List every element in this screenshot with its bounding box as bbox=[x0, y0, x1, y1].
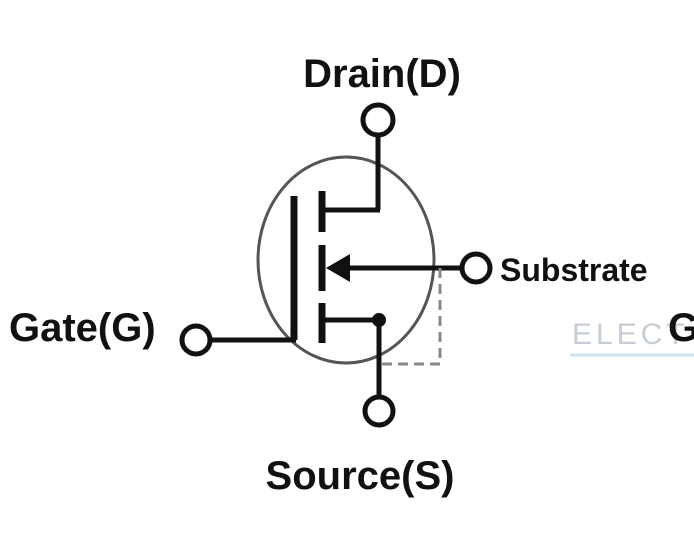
substrate-terminal bbox=[459, 251, 493, 285]
source-label: Source(S) bbox=[266, 454, 455, 498]
watermark-text: ELECT bbox=[572, 318, 689, 351]
drain-terminal bbox=[360, 102, 396, 138]
source-terminal bbox=[362, 394, 396, 428]
substrate-source-dashed-link bbox=[379, 268, 442, 366]
gate-label: Gate(G) bbox=[9, 306, 156, 350]
drain-label: Drain(D) bbox=[303, 52, 461, 96]
substrate-arrow-icon bbox=[326, 254, 350, 282]
watermark-trailing-letter: G bbox=[668, 306, 694, 350]
gate-terminal bbox=[179, 323, 213, 357]
transistor-body-outline bbox=[256, 155, 436, 365]
substrate-label: Substrate bbox=[500, 252, 648, 288]
